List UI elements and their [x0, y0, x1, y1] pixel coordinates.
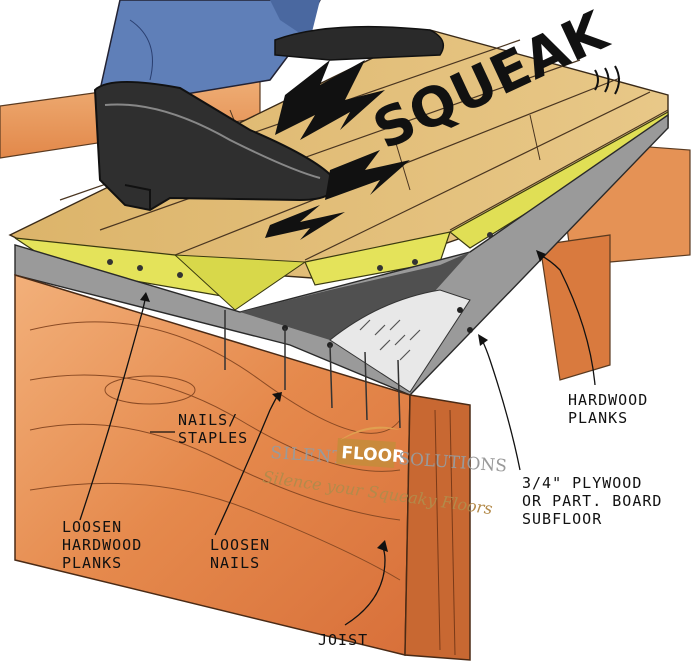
label-loosen-planks-line3: PLANKS — [62, 554, 122, 572]
nails — [224, 310, 401, 429]
label-loosen-planks-line1: LOOSEN — [62, 518, 122, 536]
label-loosen-planks-line2: HARDWOOD — [62, 536, 142, 554]
label-nails-staples: NAILS/STAPLES — [150, 411, 248, 447]
joist-beam — [14, 273, 471, 661]
label-loosen-nails-line2: NAILS — [210, 554, 260, 572]
label-subfloor-line3: SUBFLOOR — [522, 510, 602, 528]
label-nails-line1: NAILS/ — [178, 411, 238, 429]
leg-trousers — [99, 0, 321, 96]
label-subfloor-line1: 3/4" PLYWOOD — [522, 474, 642, 492]
label-nails-line2: STAPLES — [178, 429, 248, 447]
label-hardwood-planks-line1: HARDWOOD — [568, 391, 648, 409]
svg-text:NAILS/STAPLES: NAILS/STAPLES — [178, 411, 248, 447]
label-loosen-nails-line1: LOOSEN — [210, 536, 270, 554]
label-subfloor-line2: OR PART. BOARD — [522, 492, 662, 510]
hardwood-planks-surface — [8, 29, 669, 281]
label-joist: JOIST — [318, 540, 388, 649]
shoe — [93, 25, 445, 212]
squeak-lightning — [265, 60, 410, 240]
subfloor-layer — [14, 113, 669, 396]
label-hardwood-planks-line2: PLANKS — [568, 409, 628, 427]
logo-floor: FLOOR — [341, 443, 406, 467]
logo-floor-box — [336, 438, 396, 468]
label-joist-text: JOIST — [318, 631, 368, 649]
squeak-vibration-marks — [594, 65, 620, 95]
logo-swoosh-icon — [340, 426, 400, 440]
